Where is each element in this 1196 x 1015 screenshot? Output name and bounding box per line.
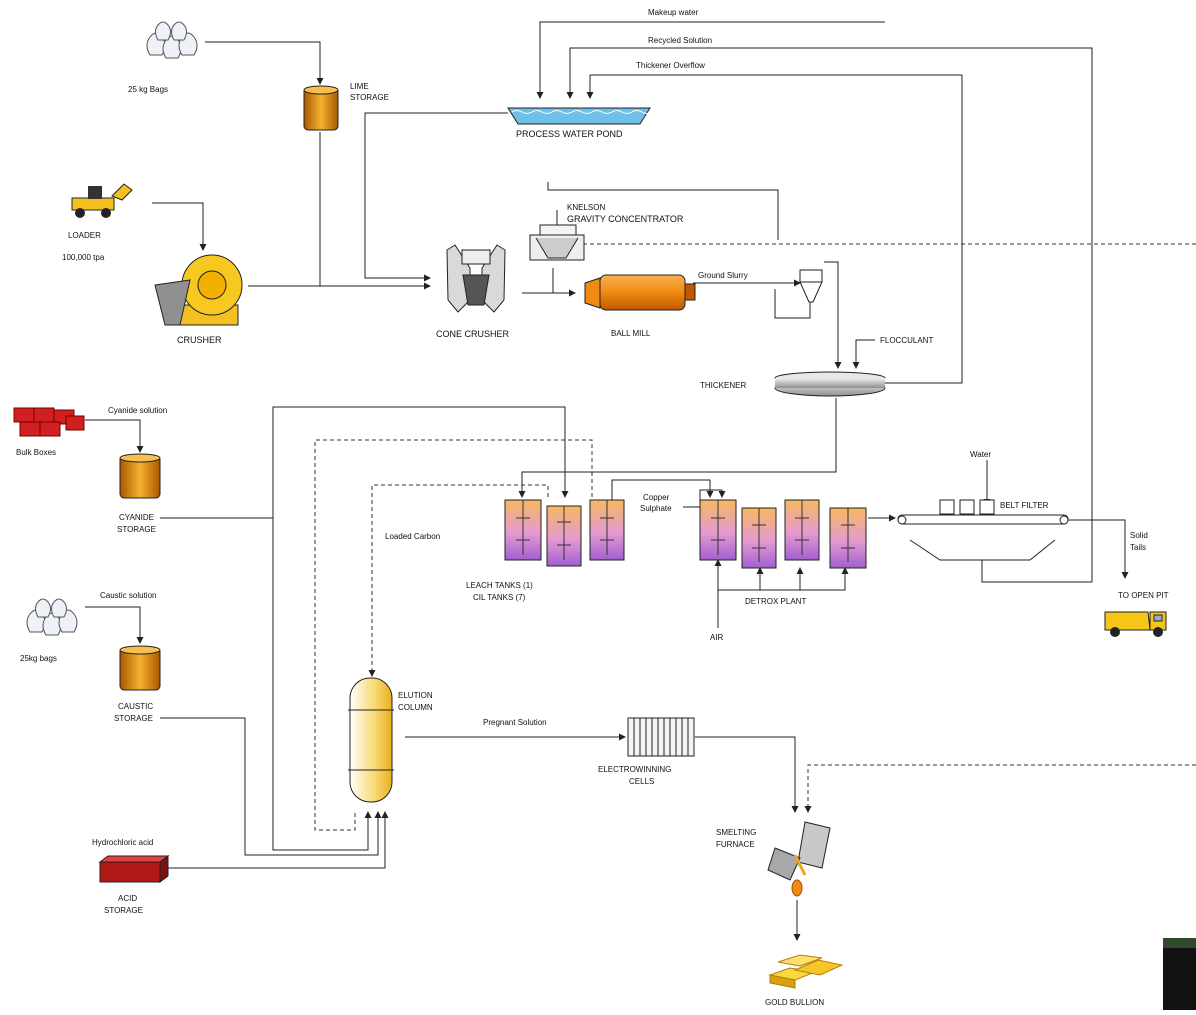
label-crusher: CRUSHER (177, 335, 222, 345)
bags-icon (146, 21, 198, 59)
label-solid-tails-1: Solid (1130, 531, 1148, 540)
label-ground-slurry: Ground Slurry (698, 271, 748, 280)
label-thickener: THICKENER (700, 381, 746, 390)
label-acid-storage-1: ACID (118, 894, 137, 903)
label-electrowinning-2: CELLS (629, 777, 654, 786)
thickener-icon (774, 371, 886, 397)
label-elution-2: COLUMN (398, 703, 433, 712)
label-pregnant-solution: Pregnant Solution (483, 718, 547, 727)
corner-logo-fragment (1163, 938, 1196, 1010)
process-water-pond (507, 107, 653, 125)
electrowinning-cells (627, 717, 695, 757)
detrox-tanks (699, 499, 867, 569)
label-smelting-1: SMELTING (716, 828, 756, 837)
label-knelson-2: GRAVITY CONCENTRATOR (567, 214, 684, 224)
caustic-storage-tank (119, 645, 161, 691)
label-process-water-pond: PROCESS WATER POND (516, 129, 623, 139)
knelson-concentrator-icon (529, 210, 585, 261)
label-cil-tanks: CIL TANKS (7) (473, 593, 526, 602)
truck-icon (1104, 611, 1167, 637)
label-recycled-solution: Recycled Solution (648, 36, 712, 45)
label-leach-tanks: LEACH TANKS (1) (466, 581, 533, 590)
label-flocculant: FLOCCULANT (880, 336, 933, 345)
label-solid-tails-2: Tails (1130, 543, 1146, 552)
label-bulk-boxes: Bulk Boxes (16, 448, 56, 457)
label-tpa: 100,000 tpa (62, 253, 105, 262)
label-caustic-storage-1: CAUSTIC (118, 702, 153, 711)
caustic-bags-icon (26, 598, 78, 636)
label-cyanide-storage-2: STORAGE (117, 525, 156, 534)
label-loader: LOADER (68, 231, 101, 240)
label-copper-sulphate-2: Sulphate (640, 504, 672, 513)
label-bags-25kg: 25 kg Bags (128, 85, 168, 94)
cyclone-icon (799, 269, 823, 303)
label-cone-crusher: CONE CRUSHER (436, 329, 510, 339)
label-lime-storage-1: LIME (350, 82, 369, 91)
label-smelting-2: FURNACE (716, 840, 755, 849)
label-hydrochloric-acid: Hydrochloric acid (92, 838, 153, 847)
crusher-icon (154, 254, 243, 326)
leach-tanks (504, 499, 625, 567)
dashed-lines (314, 240, 1196, 831)
label-caustic-solution: Caustic solution (100, 591, 156, 600)
label-electrowinning-1: ELECTROWINNING (598, 765, 671, 774)
label-thickener-overflow: Thickener Overflow (636, 61, 705, 70)
labels: Makeup water Recycled Solution Thickener… (16, 8, 1169, 1007)
cyanide-storage-tank (119, 453, 161, 499)
label-lime-storage-2: STORAGE (350, 93, 389, 102)
label-acid-storage-2: STORAGE (104, 906, 143, 915)
label-water: Water (970, 450, 991, 459)
lime-storage-tank (303, 85, 339, 131)
ball-mill-icon (584, 274, 696, 311)
label-belt-filter: BELT FILTER (1000, 501, 1049, 510)
label-loaded-carbon: Loaded Carbon (385, 532, 440, 541)
flow-lines (85, 21, 1129, 941)
label-gold-bullion: GOLD BULLION (765, 998, 824, 1007)
label-caustic-storage-2: STORAGE (114, 714, 153, 723)
gold-bullion-icon (768, 954, 844, 989)
smelting-furnace-icon (767, 821, 831, 897)
cone-crusher-icon (446, 244, 506, 313)
label-cyanide-storage-1: CYANIDE (119, 513, 154, 522)
label-to-open-pit: TO OPEN PIT (1118, 591, 1169, 600)
label-elution-1: ELUTION (398, 691, 433, 700)
acid-storage-tank (98, 855, 170, 883)
loader-icon (71, 183, 133, 218)
label-bags-25kg-b: 25kg bags (20, 654, 57, 663)
belt-filter-icon (897, 499, 1069, 561)
label-air: AIR (710, 633, 724, 642)
bulk-boxes-icon (13, 407, 85, 437)
elution-column (348, 677, 394, 803)
label-knelson-1: KNELSON (567, 203, 605, 212)
label-detrox-plant: DETROX PLANT (745, 597, 806, 606)
label-makeup-water: Makeup water (648, 8, 699, 17)
label-ball-mill: BALL MILL (611, 329, 651, 338)
label-cyanide-solution: Cyanide solution (108, 406, 167, 415)
label-copper-sulphate-1: Copper (643, 493, 670, 502)
corner-logo-strip (1163, 938, 1196, 948)
